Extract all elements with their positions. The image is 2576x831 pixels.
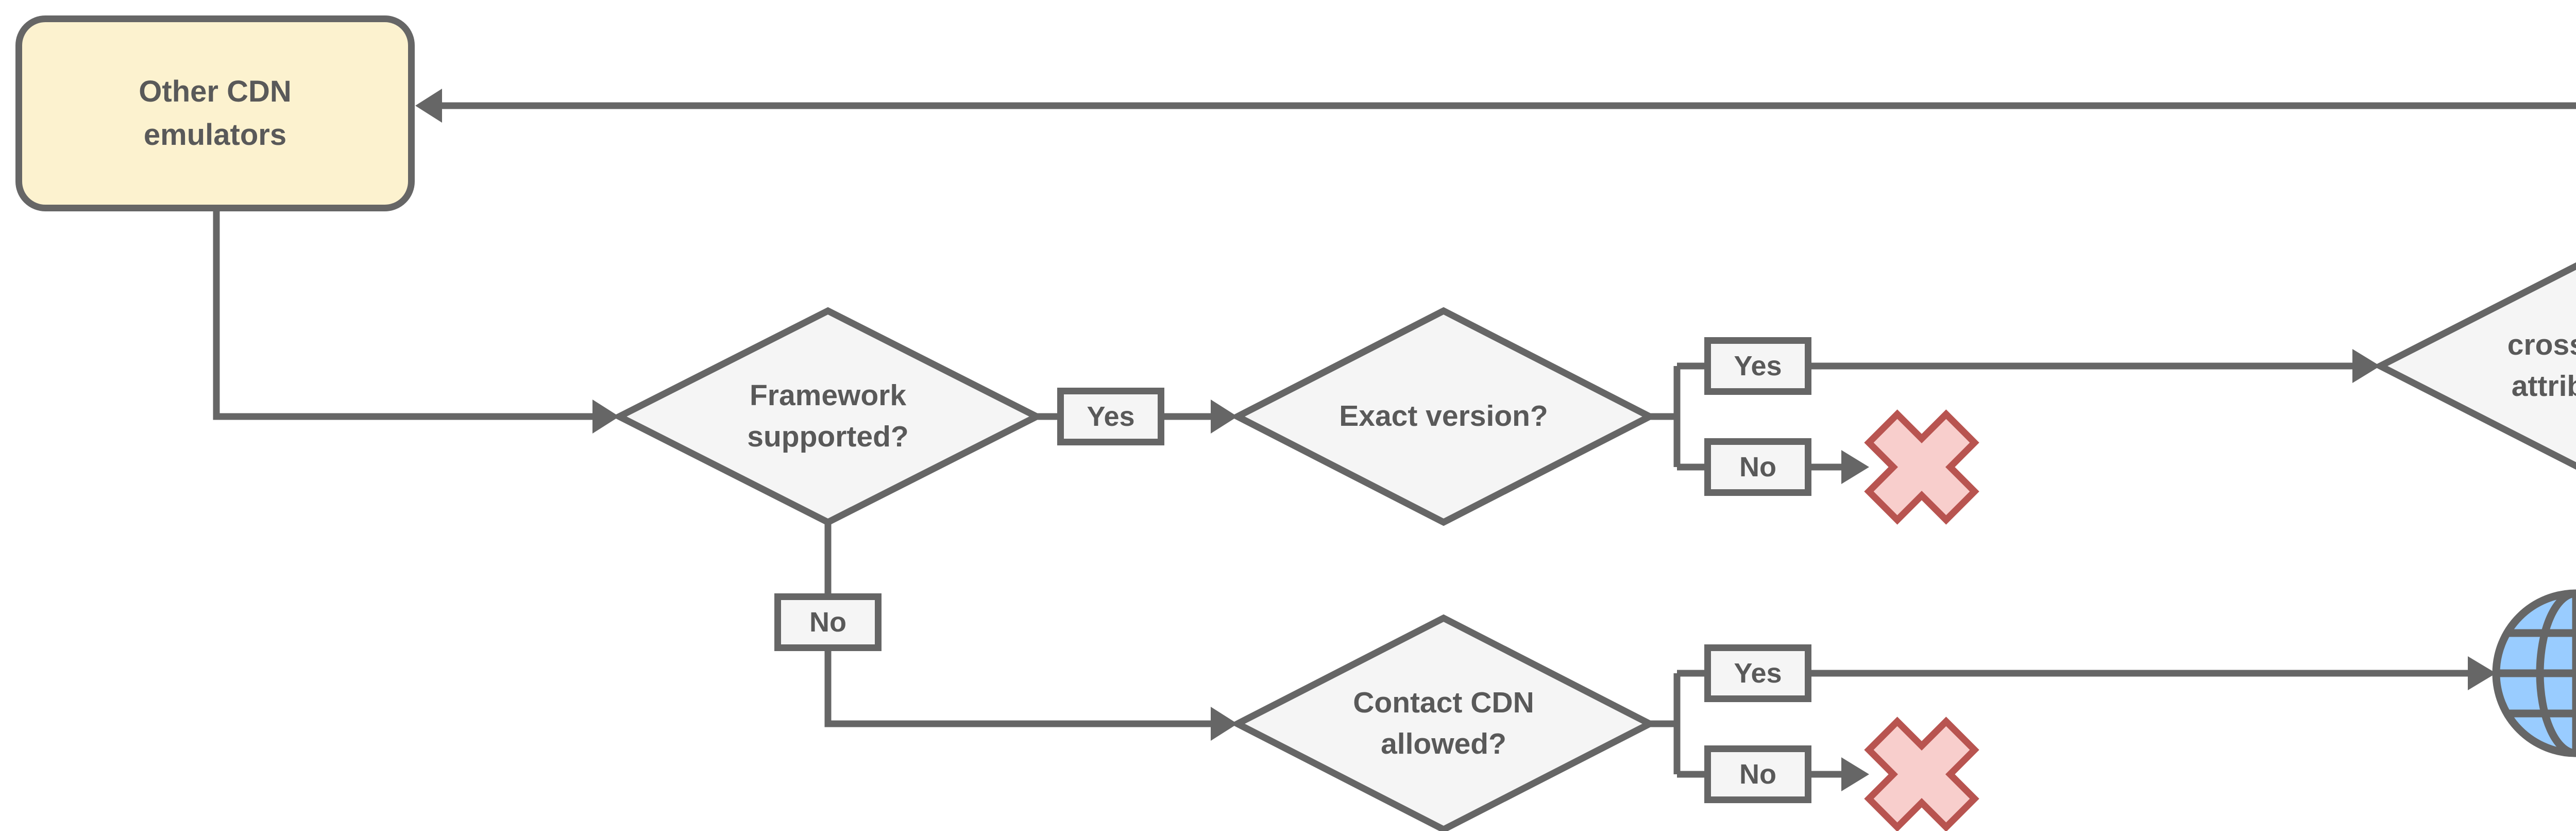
edge-label-exact-yes: Yes: [1704, 337, 1811, 395]
arrowhead-right-icon: [1211, 707, 1238, 741]
arrowhead-right-icon: [1841, 757, 1869, 791]
arrowhead-right-icon: [1841, 450, 1869, 484]
node-other-cdn-emulators: Other CDN emulators: [15, 15, 415, 211]
node-exact-version-diamond: [1230, 307, 1657, 526]
globe-icon: [2492, 589, 2576, 757]
arrowhead-right-icon: [2352, 349, 2380, 383]
arrowhead-right-icon: [1211, 400, 1238, 434]
edge-label-framework-yes: Yes: [1057, 388, 1164, 445]
x-icon: [1864, 409, 1979, 525]
edge-label-contact-yes: Yes: [1704, 644, 1811, 702]
x-icon: [1864, 717, 1979, 831]
node-crossorigin-attributes-diamond: [2372, 262, 2576, 470]
arrowhead-right-icon: [592, 400, 619, 434]
node-framework-supported-diamond: [612, 307, 1044, 526]
arrowhead-right-icon: [2468, 656, 2496, 690]
edge-label-framework-no: No: [774, 593, 882, 651]
node-contact-cdn-allowed-diamond: [1230, 614, 1657, 831]
arrowhead-left-icon: [415, 89, 442, 123]
edge-framework-no-to-contact-cdn: [824, 522, 1211, 727]
edge-other-cdn-to-framework: [213, 211, 592, 420]
edge-label-exact-no: No: [1704, 438, 1811, 496]
edge-label-contact-no: No: [1704, 745, 1811, 803]
node-other-cdn-emulators-label: Other CDN emulators: [139, 74, 292, 152]
